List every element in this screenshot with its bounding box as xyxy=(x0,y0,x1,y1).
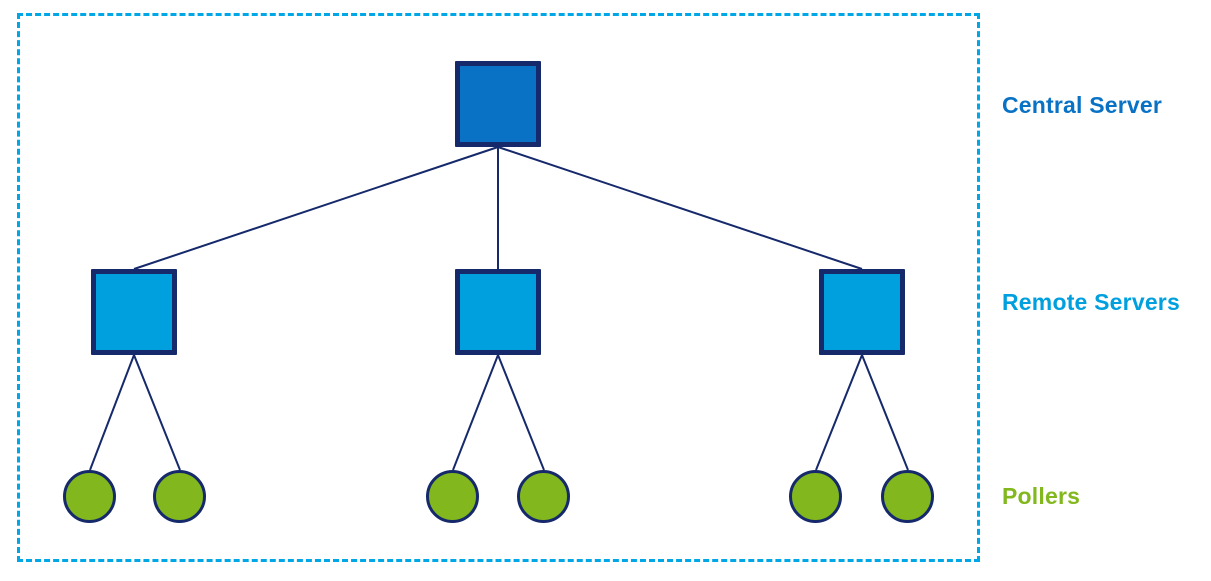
node-remote-server-2[interactable] xyxy=(455,269,541,355)
diagram-boundary xyxy=(17,13,980,562)
node-poller-5[interactable] xyxy=(789,470,842,523)
node-poller-3[interactable] xyxy=(426,470,479,523)
node-poller-4[interactable] xyxy=(517,470,570,523)
node-poller-6[interactable] xyxy=(881,470,934,523)
tier-label-remote-servers: Remote Servers xyxy=(1002,289,1180,315)
node-remote-server-1[interactable] xyxy=(91,269,177,355)
node-poller-2[interactable] xyxy=(153,470,206,523)
node-central-server[interactable] xyxy=(455,61,541,147)
node-poller-1[interactable] xyxy=(63,470,116,523)
node-remote-server-3[interactable] xyxy=(819,269,905,355)
tier-label-pollers: Pollers xyxy=(1002,483,1081,509)
tier-label-central-server: Central Server xyxy=(1002,92,1163,118)
